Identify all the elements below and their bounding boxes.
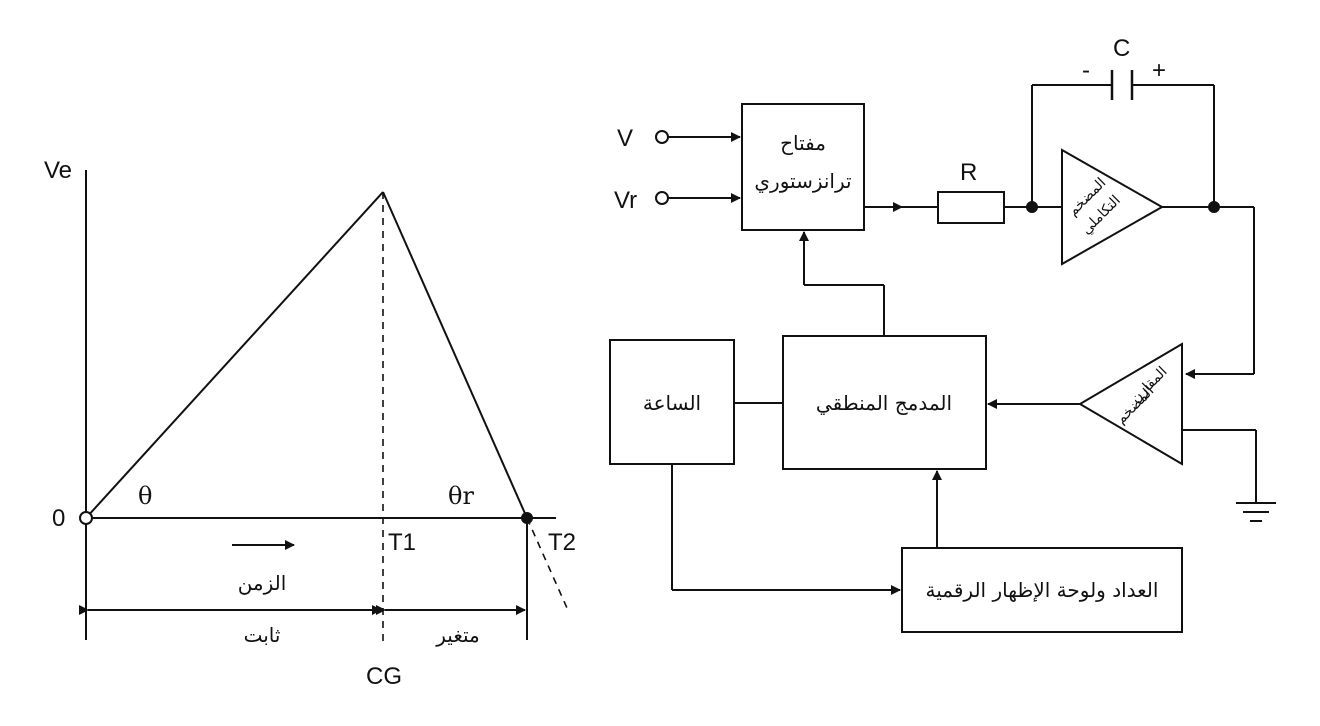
transistor-switch-box [741,103,865,231]
clock-label: الساعة [643,391,701,415]
junction-dot-right [1208,201,1220,213]
theta-label: θ [138,482,152,510]
resistor [937,191,1005,224]
t1-label: T1 [388,529,416,556]
capacitor-label: C [1113,35,1130,62]
switch-label-line1: مفتاح [780,131,826,155]
resistor-label: R [960,159,977,186]
integrator-amplifier [1061,148,1165,266]
block-diagram [609,70,1276,633]
counter-display-label: العداد ولوحة الإظهار الرقمية [926,578,1159,602]
input-vr-label: Vr [614,187,637,214]
counter-display-box [901,547,1183,633]
ramp-extension-dashed [526,517,568,609]
comparator-amplifier [1078,342,1183,466]
input-vr-terminal [655,191,669,205]
ramp-down-line [382,191,528,519]
junction-dot-left [1026,201,1038,213]
y-axis-label: Ve [44,157,72,184]
theta-r-label: θr [448,482,474,510]
input-v-terminal [655,130,669,144]
input-v-label: V [617,125,633,152]
switch-label-line2: ترانزستوري [754,169,851,194]
origin-label: 0 [52,505,65,532]
t2-label: T2 [548,529,576,556]
timing-graph [79,170,568,645]
variable-label: متغير [435,623,479,647]
t2-filled-dot [521,512,533,524]
origin-open-dot [79,511,93,525]
fixed-label: ثابت [244,623,281,647]
cg-label: CG [366,663,402,690]
capacitor-plus-label: + [1152,57,1166,84]
ramp-up-line [85,191,384,519]
logic-block-label: المدمج المنطقي [816,391,952,416]
time-label: الزمن [238,571,287,595]
capacitor-minus-label: - [1082,57,1090,84]
